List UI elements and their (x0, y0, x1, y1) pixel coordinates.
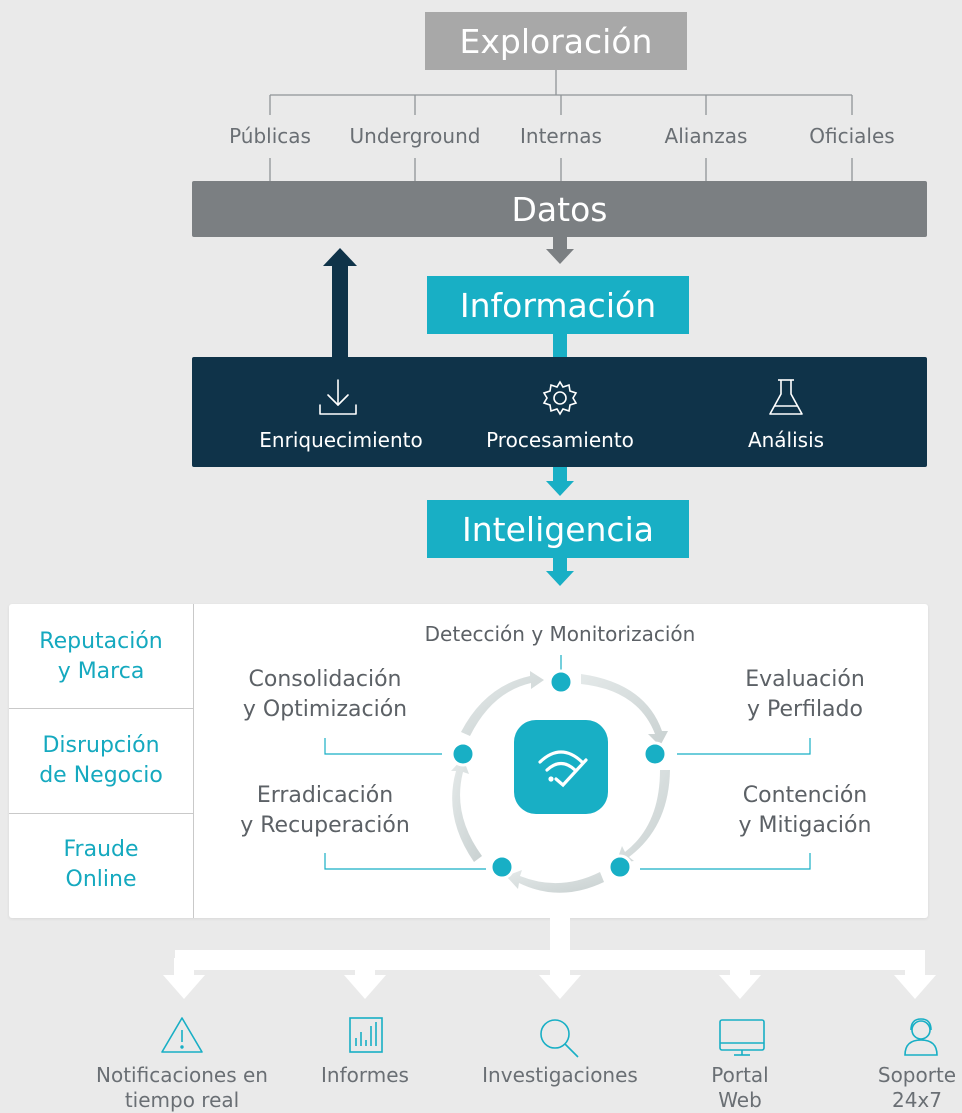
output-support: Soporte 24x7 (872, 1063, 962, 1113)
arrow-enrichment-to-datos (323, 248, 357, 357)
category-disruption-line2: de Negocio (39, 763, 163, 788)
output-notifications-line2: tiempo real (124, 1088, 240, 1112)
node-evaluation (642, 741, 668, 767)
cycle-evaluation-line2: y Perfilado (747, 697, 863, 722)
output-support-line1: Soporte (877, 1063, 957, 1087)
source-connectors (269, 70, 853, 181)
cycle-consolidation-line1: Consolidación (248, 667, 402, 692)
monitor-icon (719, 1019, 765, 1056)
enrichment-label: Enriquecimiento (259, 428, 423, 452)
category-reputation: Reputación y Marca (9, 627, 193, 687)
gear-icon (542, 380, 578, 416)
download-icon (319, 379, 357, 415)
node-detection (548, 669, 574, 695)
category-fraud-line1: Fraude (63, 837, 139, 862)
arrow-inteligencia-to-cycle (546, 558, 574, 586)
output-notifications: Notificaciones en tiempo real (72, 1063, 292, 1113)
output-portal-line2: Web (718, 1088, 762, 1112)
cycle-detection: Detección y Monitorización (424, 622, 696, 646)
cycle-consolidation-line2: y Optimización (242, 697, 408, 722)
node-containment (607, 854, 633, 880)
cycle-eradication: Erradicación y Recuperación (210, 781, 440, 841)
cycle-containment: Contención y Mitigación (705, 781, 905, 841)
node-eradication (489, 854, 515, 880)
inteligencia-box: Inteligencia (427, 500, 689, 558)
category-divider (9, 813, 193, 814)
support-agent-icon (904, 1018, 938, 1056)
category-divider (9, 708, 193, 709)
cycle-diagram (324, 655, 811, 893)
wifi-shield-icon (514, 720, 608, 814)
arrow-processing-to-inteligencia (546, 467, 574, 496)
node-consolidation (450, 741, 476, 767)
cycle-eradication-line1: Erradicación (256, 783, 394, 808)
analysis-label: Análisis (747, 428, 825, 452)
source-publicas: Públicas (229, 124, 311, 148)
cycle-consolidation: Consolidación y Optimización (210, 665, 440, 725)
processing-label: Procesamiento (486, 428, 634, 452)
exploration-box: Exploración (425, 12, 687, 70)
cycle-evaluation-line1: Evaluación (745, 667, 865, 692)
output-notifications-line1: Notificaciones en (96, 1063, 268, 1087)
source-oficiales: Oficiales (809, 124, 895, 148)
informacion-label: Información (459, 285, 657, 325)
cycle-containment-line1: Contención (742, 783, 868, 808)
category-fraud: Fraude Online (9, 835, 193, 895)
datos-bar: Datos (192, 181, 927, 237)
output-portal-line1: Portal (711, 1063, 769, 1087)
category-reputation-line2: y Marca (57, 659, 145, 684)
arrow-informacion-to-processing (553, 334, 567, 357)
output-reports: Informes (321, 1063, 409, 1087)
category-fraud-line2: Online (65, 867, 137, 892)
category-disruption: Disrupción de Negocio (9, 731, 193, 791)
cycle-eradication-line2: y Recuperación (240, 813, 410, 838)
source-alianzas: Alianzas (664, 124, 748, 148)
cycle-containment-line2: y Mitigación (738, 813, 872, 838)
informacion-box: Información (427, 276, 689, 334)
inteligencia-label: Inteligencia (462, 509, 654, 549)
categories-column (9, 604, 194, 918)
category-disruption-line1: Disrupción (42, 733, 160, 758)
category-reputation-line1: Reputación (39, 629, 163, 654)
flask-icon (769, 379, 803, 415)
source-internas: Internas (520, 124, 602, 148)
source-underground: Underground (349, 124, 481, 148)
flow-arrows (323, 237, 574, 586)
warning-icon (161, 1017, 203, 1053)
magnifier-icon (540, 1019, 579, 1058)
datos-label: Datos (511, 189, 608, 229)
cycle-arrows (451, 671, 670, 893)
output-portal: Portal Web (690, 1063, 790, 1113)
bar-chart-icon (349, 1017, 383, 1053)
output-support-line2: 24x7 (891, 1088, 942, 1112)
output-investigations: Investigaciones (482, 1063, 638, 1087)
arrow-datos-to-informacion (546, 237, 574, 264)
exploration-label: Exploración (459, 21, 653, 61)
cycle-evaluation: Evaluación y Perfilado (705, 665, 905, 725)
